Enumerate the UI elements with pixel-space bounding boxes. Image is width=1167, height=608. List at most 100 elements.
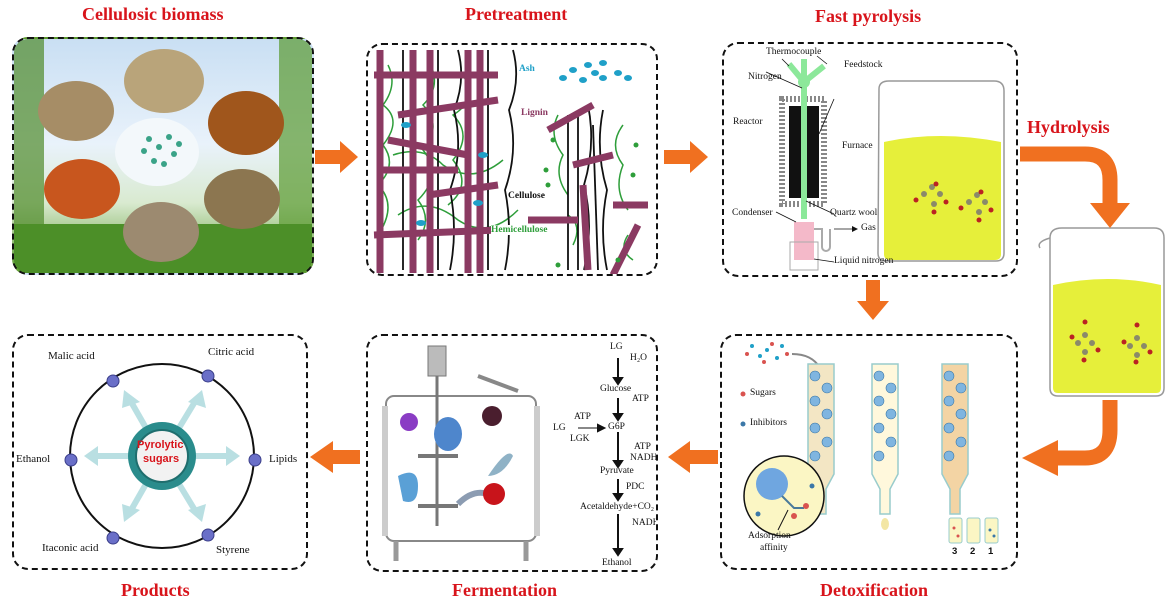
lignocellulose-structure-photo xyxy=(115,118,199,186)
tube-label-2: 2 xyxy=(970,546,976,557)
label-hemicellulose: Hemicellulose xyxy=(491,225,548,235)
stalks-bundle-photo xyxy=(123,202,199,262)
products-panel: Pyrolytic sugars Malic acid Citric acid … xyxy=(12,334,308,570)
arrow-detox-to-fermentation xyxy=(668,441,718,473)
product-lipids: Lipids xyxy=(269,453,298,465)
title-pretreatment: Pretreatment xyxy=(465,4,568,24)
biomass-collage xyxy=(14,39,312,273)
label-reactor: Reactor xyxy=(733,117,763,127)
arrow-beaker-to-detox xyxy=(1055,400,1118,466)
pyrolysis-panel: Thermocouple Feedstock Nitrogen Reactor … xyxy=(722,42,1018,277)
microbe-spiky xyxy=(482,406,502,426)
condenser xyxy=(794,222,814,260)
pathway-nadh-1: NADH xyxy=(630,453,658,463)
node-ethanol xyxy=(64,453,78,467)
product-styrene: Styrene xyxy=(216,544,250,556)
title-cellulosic-biomass: Cellulosic biomass xyxy=(82,4,224,24)
pathway-h2o: H₂O xyxy=(630,353,648,363)
pathway-atp-left: ATP xyxy=(574,412,591,422)
label-liquid-nitrogen: Liquid nitrogen xyxy=(834,256,894,266)
product-malic-acid: Malic acid xyxy=(48,350,95,362)
tube-label-1: 1 xyxy=(988,546,994,557)
label-ash: Ash xyxy=(519,64,535,74)
node-styrene xyxy=(201,528,215,542)
pyrolysis-reactor-diagram xyxy=(765,55,1005,271)
node-itaconic-acid xyxy=(106,531,120,545)
inhibitors-legend-dot xyxy=(740,421,746,427)
pretreatment-panel: Ash Lignin Cellulose Hemicellulose xyxy=(366,43,658,276)
pathway-glucose: Glucose xyxy=(600,384,632,394)
node-citric-acid xyxy=(201,369,215,383)
title-products: Products xyxy=(121,580,190,600)
lignin-fibers xyxy=(373,50,648,274)
fermenter-diagram xyxy=(382,345,624,561)
pathway-g6p: G6P xyxy=(608,422,625,432)
label-thermocouple: Thermocouple xyxy=(766,47,822,57)
dry-grass-photo xyxy=(204,169,280,229)
pyrolysis-liquid xyxy=(884,136,1001,260)
title-fast-pyrolysis: Fast pyrolysis xyxy=(815,6,922,26)
leaves-photo xyxy=(208,91,284,155)
arrow-pretreatment-to-pyrolysis xyxy=(664,141,708,173)
pathway-pyruvate: Pyruvate xyxy=(600,466,634,476)
pathway-nadh-2: NADH xyxy=(632,518,658,528)
wood-chips-photo xyxy=(44,159,120,219)
pathway-lgk: LGK xyxy=(570,434,590,444)
motor xyxy=(427,345,447,377)
label-nitrogen: Nitrogen xyxy=(748,72,782,82)
fermentation-panel: LG H₂O Glucose ATP ATP LG LGK G6P ATP NA… xyxy=(366,334,658,572)
arrow-hydrolysis xyxy=(1020,146,1118,205)
label-condenser: Condenser xyxy=(732,208,773,218)
microbe-filament xyxy=(488,453,513,476)
hydrolysis-sugar-molecules xyxy=(1069,319,1153,365)
label-adsorption: Adsorption xyxy=(748,531,791,541)
center-label-line1: Pyrolytic xyxy=(137,439,184,451)
products-wheel xyxy=(64,363,262,549)
title-hydrolysis: Hydrolysis xyxy=(1027,117,1110,137)
sugars-legend-dot xyxy=(740,391,746,397)
pathway-lg: LG xyxy=(610,342,623,352)
adsorbent-bead xyxy=(756,468,788,500)
arrow-fermentation-to-products xyxy=(310,441,360,473)
tube-label-3: 3 xyxy=(952,546,958,557)
ash-particles xyxy=(401,60,632,226)
pathway-acetaldehyde: Acetaldehyde+CO₂ xyxy=(580,502,655,512)
label-cellulose: Cellulose xyxy=(508,191,545,201)
label-furnace: Furnace xyxy=(842,141,873,151)
title-detoxification: Detoxification xyxy=(820,580,928,600)
product-citric-acid: Citric acid xyxy=(208,346,255,358)
pathway-pdc: PDC xyxy=(626,482,645,492)
pathway-lg-left: LG xyxy=(553,423,566,433)
label-affinity: affinity xyxy=(760,543,788,553)
label-quartz-wool: Quartz wool xyxy=(830,208,878,218)
adsorption-columns-diagram xyxy=(740,342,999,544)
collection-tubes xyxy=(948,517,999,544)
title-fermentation: Fermentation xyxy=(452,580,557,600)
microbe-rod xyxy=(398,472,418,502)
detoxification-panel: Sugars Inhibitors Adsorption affinity 3 … xyxy=(720,334,1018,570)
label-feedstock: Feedstock xyxy=(844,60,883,70)
pathway-atp-2: ATP xyxy=(634,442,651,452)
legend-sugars: Sugars xyxy=(750,388,776,398)
center-label-line2: sugars xyxy=(143,453,180,465)
miscanthus-photo xyxy=(124,49,204,113)
node-lipids xyxy=(248,453,262,467)
microbe-red xyxy=(483,483,505,505)
product-ethanol: Ethanol xyxy=(16,453,51,465)
label-lignin: Lignin xyxy=(521,108,548,118)
legend-inhibitors: Inhibitors xyxy=(750,418,787,428)
lignocellulose-diagram xyxy=(373,49,648,274)
arrow-biomass-to-pretreatment xyxy=(315,141,358,173)
product-itaconic-acid: Itaconic acid xyxy=(42,542,99,554)
sugar-molecule-icon xyxy=(913,181,994,223)
label-gas: Gas xyxy=(861,223,876,233)
microbe-blue xyxy=(434,417,462,451)
biomass-panel xyxy=(12,37,314,275)
microbe-purple xyxy=(400,413,418,431)
node-malic-acid xyxy=(106,374,120,388)
pathway-ethanol: Ethanol xyxy=(602,558,632,568)
straw-pile-photo xyxy=(38,81,114,141)
arrow-pyrolysis-to-detox xyxy=(857,280,889,320)
pathway-atp-1: ATP xyxy=(632,394,649,404)
adsorption-zoom-circle xyxy=(743,455,825,537)
